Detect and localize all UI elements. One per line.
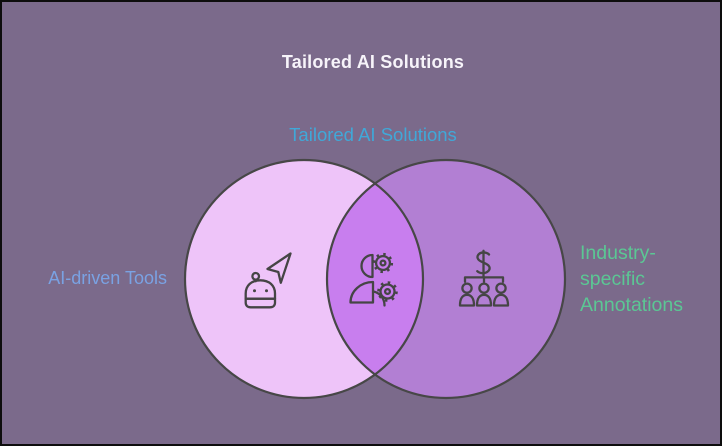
gear-small-body [379,283,396,300]
person-body-right [492,293,510,307]
gear-large-teeth [372,252,394,274]
page-title: Tailored AI Solutions [281,52,465,72]
person-head-left [461,282,473,294]
left-circle-label: AI-driven Tools [48,268,167,288]
gear-small-hub [383,287,392,296]
person-body-middle [475,293,493,307]
people-dollar-icon [458,249,510,307]
intersection-region [327,160,423,398]
person-head-right [495,282,507,294]
person-gears-icon [349,252,398,307]
cursor-arrow-shape [266,252,292,284]
gear-large-hub [379,259,387,267]
right-circle-label: Industry- specific Annotations [580,242,683,316]
robot-eye-left [253,289,256,293]
robot-cursor-icon [244,252,292,309]
robot-eye-right [265,289,268,293]
person-head-half [360,253,374,279]
robot-base [244,297,277,309]
left-circle-outline [183,158,425,400]
right-circle-outline [325,158,567,400]
person-body-quarter [349,280,375,304]
person-head-middle [478,282,490,294]
gear-large-body [374,254,392,272]
robot-head-dome [244,279,277,300]
overlap-label: Tailored AI Solutions [289,124,457,145]
gear-swoosh-arc [372,290,386,307]
person-body-left [458,293,476,307]
